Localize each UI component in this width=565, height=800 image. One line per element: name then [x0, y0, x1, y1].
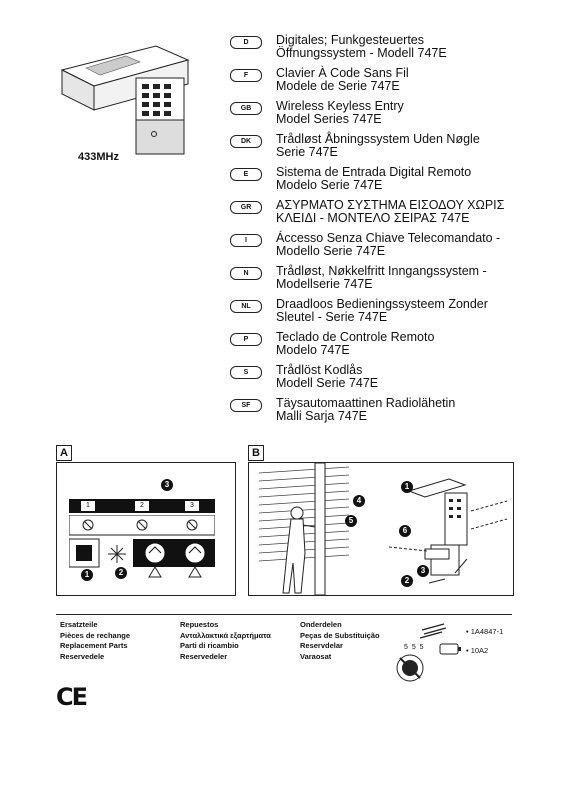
language-entry: DK Trådløst Åbningssystem Uden Nøgle Ser…	[230, 133, 550, 163]
battery-polarity-marks: 5 5 5	[404, 644, 425, 651]
screws-and-battery-icon	[396, 623, 461, 682]
callout-1: 1	[401, 481, 413, 493]
callout-1: 1	[81, 569, 93, 581]
parts-heading: Onderdelen	[300, 620, 342, 629]
panel-a-dip-switch-diagram: 1 2 3 3 1 2	[56, 462, 236, 596]
language-code-badge: GB	[230, 102, 262, 115]
callout-2: 2	[115, 567, 127, 579]
language-title-line1: Clavier À Code Sans Fil	[276, 66, 409, 80]
installation-illustration	[258, 463, 508, 595]
language-title-line1: Wireless Keyless Entry	[276, 99, 404, 113]
parts-heading: Reservedeler	[180, 651, 228, 661]
parts-heading: Reservedele	[60, 651, 105, 661]
language-title-line2: Modell Serie 747E	[276, 376, 379, 390]
language-title-line1: Trådløst Åbningssystem Uden Nøgle	[276, 132, 480, 146]
language-title-line1: Digitales; Funkgesteuertes	[276, 33, 424, 47]
language-code-badge: E	[230, 168, 262, 181]
keypad-product-illustration	[60, 45, 190, 155]
language-entry: F Clavier À Code Sans Fil Modele de Seri…	[230, 67, 550, 97]
language-code-badge: N	[230, 267, 262, 280]
parts-divider	[56, 614, 512, 615]
language-title-line2: ΚΛΕΙΔΙ - ΜΟΝΤΕΛΟ ΣΕΙΡΑΣ 747E	[276, 211, 470, 225]
parts-heading: Ersatzteile	[60, 620, 98, 629]
language-title-line1: Täysautomaattinen Radiolähetin	[276, 396, 456, 410]
language-entry: N Trådløst, Nøkkelfritt Inngangssystem -…	[230, 265, 550, 295]
parts-heading: Pièces de rechange	[60, 630, 131, 640]
callout-6: 6	[399, 525, 411, 537]
language-title-line2: Modelo Serie 747E	[276, 178, 383, 192]
callout-2: 2	[401, 575, 413, 587]
switch-number-bar: 1 2 3	[69, 499, 215, 513]
language-entry: P Teclado de Controle Remoto Modelo 747E	[230, 331, 550, 361]
language-code-badge: S	[230, 366, 262, 379]
language-title-line1: Trådlöst Kodlås	[276, 363, 363, 377]
parts-heading: Reservdelar	[300, 641, 343, 650]
parts-heading-col1: Ersatzteile Pièces de rechange Replaceme…	[60, 620, 130, 662]
language-title-line1: Sistema de Entrada Digital Remoto	[276, 165, 472, 179]
parts-heading: Repuestos	[180, 620, 219, 629]
language-code-badge: I	[230, 234, 262, 247]
language-code-badge: D	[230, 36, 262, 49]
panel-b-label: B	[248, 445, 264, 461]
callout-3: 3	[417, 565, 429, 577]
language-title-line1: Teclado de Controle Remoto	[276, 330, 435, 344]
language-title-line2: Modelo 747E	[276, 343, 350, 357]
language-title-line1: ΑΣΥΡΜΑΤΟ ΣΥΣΤΗΜΑ ΕΙΣΟΔΟΥ ΧΩΡΙΣ	[276, 198, 505, 212]
language-entry: NL Draadloos Bedieningssysteem Zonder Sl…	[230, 298, 550, 328]
parts-heading: Ανταλλακτικά εξαρτήματα	[180, 630, 271, 640]
callout-3: 3	[161, 479, 173, 491]
language-code-badge: NL	[230, 300, 262, 313]
language-title-line1: Áccesso Senza Chiave Telecomandato -	[276, 231, 501, 245]
language-code-badge: GR	[230, 201, 262, 214]
language-code-badge: DK	[230, 135, 262, 148]
switch-number: 2	[135, 501, 149, 511]
language-code-badge: F	[230, 69, 262, 82]
switch-number: 1	[81, 501, 95, 511]
frequency-label: 433MHz	[78, 151, 119, 163]
parts-heading: Replacement Parts	[60, 641, 128, 650]
language-entry: E Sistema de Entrada Digital Remoto Mode…	[230, 166, 550, 196]
language-code-badge: SF	[230, 399, 262, 412]
dip-switch-row-icon	[69, 515, 215, 578]
part-number-battery: • 10A2	[466, 646, 489, 655]
language-entry: SF Täysautomaattinen Radiolähetin Malli …	[230, 397, 550, 427]
ce-mark: CE	[56, 683, 88, 711]
language-entry: GR ΑΣΥΡΜΑΤΟ ΣΥΣΤΗΜΑ ΕΙΣΟΔΟΥ ΧΩΡΙΣ ΚΛΕΙΔΙ…	[230, 199, 550, 229]
language-title-line2: Model Series 747E	[276, 112, 382, 126]
panel-b-installation-diagram: 1 4 5 6 3 2	[248, 462, 514, 596]
parts-heading: Parti di ricambio	[180, 641, 239, 650]
parts-heading: Peças de Substituição	[300, 630, 380, 640]
language-entry: D Digitales; Funkgesteuertes Öffnungssys…	[230, 34, 550, 64]
language-title-line2: Modele de Serie 747E	[276, 79, 400, 93]
part-number-screws: • 1A4847-1	[466, 627, 504, 636]
language-entry: S Trådlöst Kodlås Modell Serie 747E	[230, 364, 550, 394]
parts-heading-col2: Repuestos Ανταλλακτικά εξαρτήματα Parti …	[180, 620, 271, 662]
parts-heading: Varaosat	[300, 651, 332, 661]
language-entry: I Áccesso Senza Chiave Telecomandato - M…	[230, 232, 550, 262]
language-title-line2: Öffnungssystem - Modell 747E	[276, 46, 447, 60]
language-title-line2: Serie 747E	[276, 145, 338, 159]
panel-a-label: A	[56, 445, 72, 461]
callout-5: 5	[345, 515, 357, 527]
language-title-line2: Modellserie 747E	[276, 277, 373, 291]
language-title-line2: Malli Sarja 747E	[276, 409, 368, 423]
language-title-line2: Sleutel - Serie 747E	[276, 310, 388, 324]
language-entry: GB Wireless Keyless Entry Model Series 7…	[230, 100, 550, 130]
callout-4: 4	[353, 495, 365, 507]
language-code-badge: P	[230, 333, 262, 346]
language-title-line2: Modello Serie 747E	[276, 244, 386, 258]
language-title-line1: Trådløst, Nøkkelfritt Inngangssystem -	[276, 264, 487, 278]
switch-number: 3	[185, 501, 199, 511]
parts-heading-col3: Onderdelen Peças de Substituição Reservd…	[300, 620, 380, 662]
language-title-line1: Draadloos Bedieningssysteem Zonder	[276, 297, 488, 311]
